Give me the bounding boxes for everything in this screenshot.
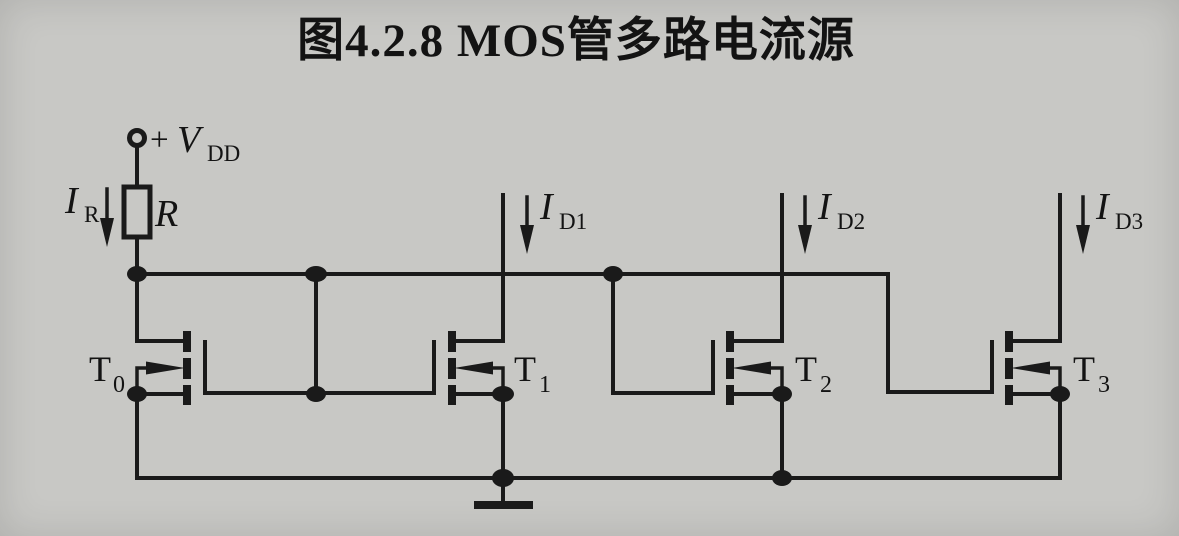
ir-arrow-head-icon	[100, 218, 114, 247]
transistor-t0: T 0	[89, 331, 207, 405]
figure-title: 图4.2.8 MOS管多路电流源	[297, 15, 855, 67]
t2-drain-wire	[732, 193, 784, 343]
wire-resistor-to-t0-drain	[135, 235, 185, 343]
bottom-rail-wire	[135, 392, 1062, 480]
t1-label: T 1	[514, 349, 551, 398]
id3-arrow-head-icon	[1076, 225, 1090, 254]
junction-dot	[772, 470, 792, 486]
output-current-id2: I D2	[798, 186, 865, 254]
junction-dot	[492, 386, 514, 402]
id1-label: I D1	[539, 186, 587, 234]
id2-label: I D2	[817, 186, 865, 234]
junction-dot	[772, 386, 792, 402]
junction-dot	[492, 469, 514, 487]
transistor-t1: T 1	[432, 193, 551, 480]
t2-source-wire	[732, 392, 784, 480]
power-supply-terminal: + V DD	[127, 119, 240, 166]
ir-label: I R	[64, 180, 100, 227]
t3-body-arrow-icon	[1011, 361, 1050, 375]
reference-branch: R I R	[64, 144, 185, 343]
t0-body-arrow-icon	[146, 361, 185, 375]
resistor-symbol	[121, 184, 153, 240]
t3-drain-wire	[1011, 193, 1062, 343]
id2-arrow-head-icon	[798, 225, 812, 254]
output-current-id3: I D3	[1076, 186, 1143, 254]
gate-bus-wire	[135, 272, 994, 394]
supply-terminal-icon	[127, 128, 147, 148]
t1-source-wire	[454, 392, 505, 480]
t1-body-arrow-icon	[454, 361, 493, 375]
source-rail	[135, 392, 1062, 509]
reference-current-arrow	[100, 187, 114, 247]
t3-label: T 3	[1073, 349, 1110, 398]
supply-label: + V DD	[150, 119, 240, 166]
id3-label: I D3	[1095, 186, 1143, 234]
junction-dot	[127, 266, 147, 282]
t0-label: T 0	[89, 349, 125, 398]
transistor-t3: T 3	[990, 193, 1110, 405]
junction-dot	[1050, 386, 1070, 402]
junction-dots	[127, 266, 1070, 487]
junction-dot	[306, 386, 326, 402]
output-current-id1: I D1	[520, 186, 587, 254]
t1-drain-wire	[454, 193, 505, 343]
resistor-label: R	[154, 193, 178, 235]
id1-arrow-head-icon	[520, 225, 534, 254]
junction-dot	[305, 266, 327, 282]
gate-bus	[135, 272, 994, 395]
transistor-t2: T 2	[711, 193, 832, 480]
t2-body-arrow-icon	[732, 361, 771, 375]
t2-label: T 2	[795, 349, 832, 398]
gate-riser-t2	[611, 272, 715, 395]
junction-dot	[603, 266, 623, 282]
junction-dot	[127, 386, 147, 402]
